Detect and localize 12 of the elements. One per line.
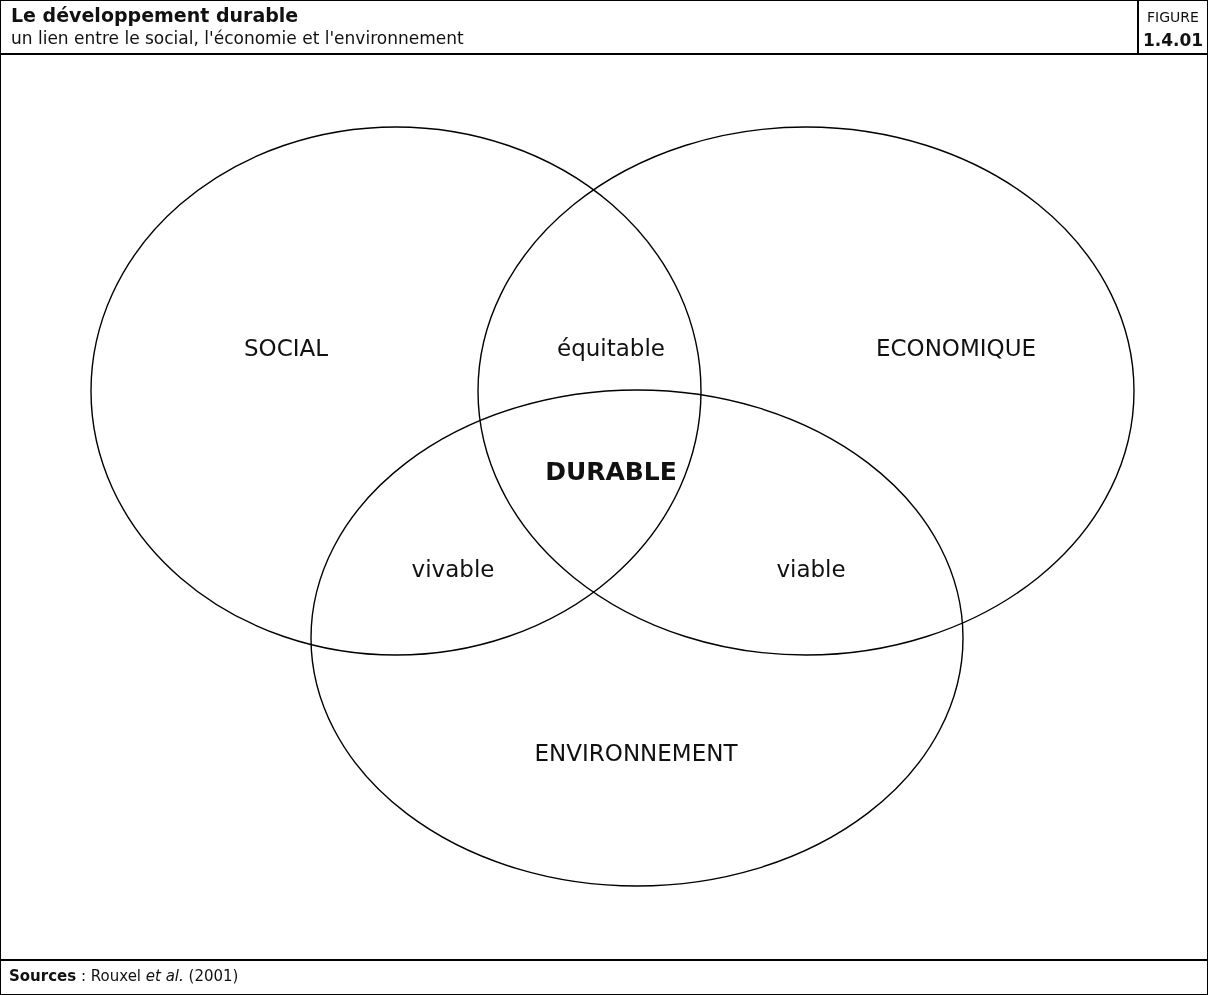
intersection-label: viable <box>776 556 846 582</box>
set-label: SOCIAL <box>243 335 329 361</box>
figure-number: 1.4.01 <box>1142 30 1204 50</box>
set-label: ECONOMIQUE <box>875 335 1037 361</box>
intersection-label: vivable <box>411 556 495 582</box>
figure-label: FIGURE <box>1147 9 1199 25</box>
intersection-label: équitable <box>557 335 665 361</box>
center-label: DURABLE <box>545 456 677 486</box>
source-note: Sources : Rouxel et al. (2001) <box>9 967 239 985</box>
set-label: ENVIRONNEMENT <box>534 740 738 766</box>
title: Le développement durable <box>11 4 299 26</box>
subtitle: un lien entre le social, l'économie et l'environnement <box>11 28 464 48</box>
